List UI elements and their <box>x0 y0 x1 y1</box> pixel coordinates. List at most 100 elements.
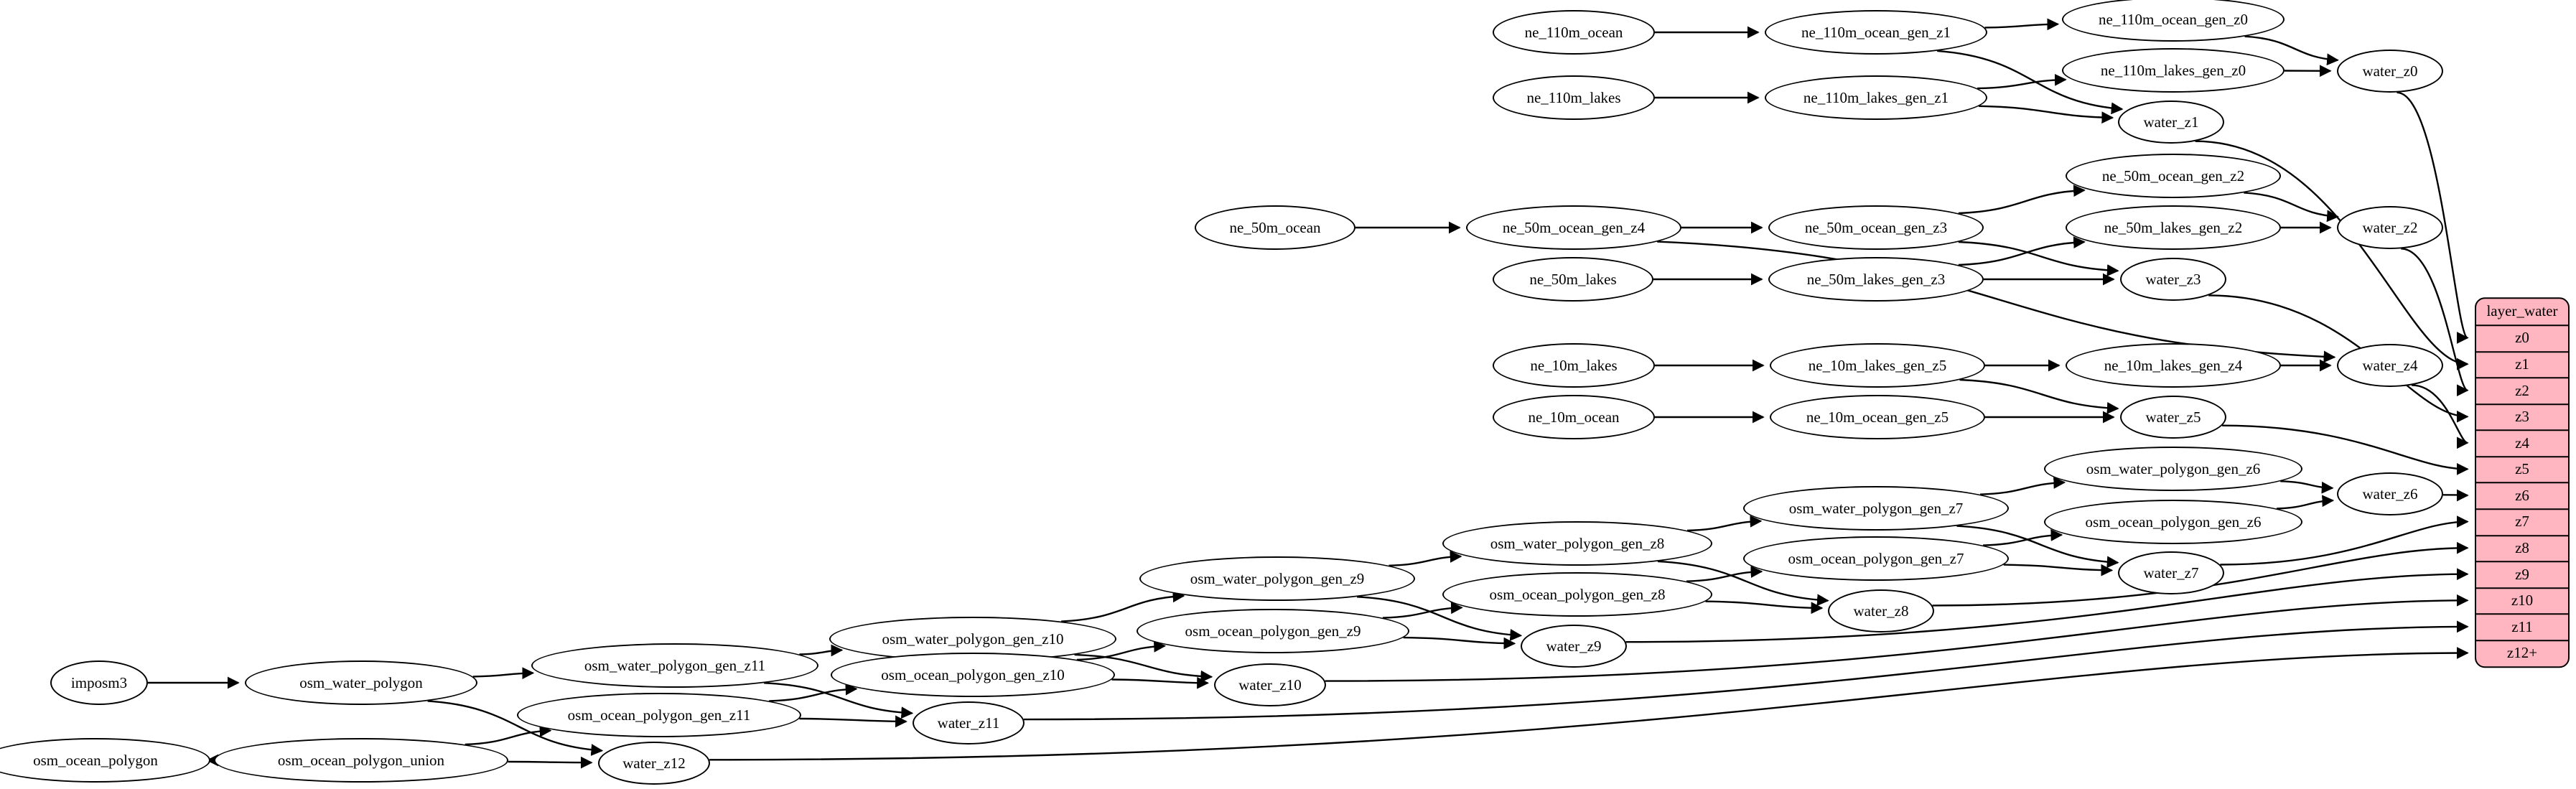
layer-water-row-z9[interactable]: z9 <box>2476 561 2568 587</box>
edge-water_z9-to-layer-water-z9 <box>1625 568 2469 643</box>
layer-water-row-z11[interactable]: z11 <box>2476 613 2568 640</box>
graph-node-water_z1[interactable]: water_z1 <box>2118 101 2224 144</box>
graph-node-water_z8[interactable]: water_z8 <box>1828 589 1934 632</box>
graph-node-ne_50m_ocean_gen_z3[interactable]: ne_50m_ocean_gen_z3 <box>1768 205 1984 250</box>
edge-osm_water_polygon_gen_z10-to-osm_water_polygon_gen_z9 <box>1061 590 1185 622</box>
edge-osm_ocean_polygon_gen_z10-to-osm_ocean_polygon_gen_z9 <box>1076 640 1167 661</box>
layer-water-row-z10[interactable]: z10 <box>2476 587 2568 614</box>
edge-osm_water_polygon_gen_z8-to-water_z8 <box>1657 560 1829 607</box>
graph-node-water_z12[interactable]: water_z12 <box>598 742 710 785</box>
graph-node-label: osm_ocean_polygon_gen_z11 <box>567 706 751 724</box>
layer-water-row-z3[interactable]: z3 <box>2476 403 2568 430</box>
graph-node-osm_ocean_polygon_gen_z7[interactable]: osm_ocean_polygon_gen_z7 <box>1743 536 2009 581</box>
graph-node-osm_water_polygon_gen_z11[interactable]: osm_water_polygon_gen_z11 <box>531 643 818 688</box>
layer-water-row-z6[interactable]: z6 <box>2476 482 2568 509</box>
graph-node-osm_ocean_polygon_gen_z6[interactable]: osm_ocean_polygon_gen_z6 <box>2044 500 2302 544</box>
graph-node-label: ne_50m_ocean_gen_z2 <box>2101 167 2245 185</box>
graph-node-label: ne_110m_ocean <box>1524 23 1623 41</box>
edge-osm_water_polygon_gen_z11-to-osm_water_polygon_gen_z10 <box>799 644 844 657</box>
graph-node-label: water_z0 <box>2362 62 2418 80</box>
graph-node-osm_water_polygon[interactable]: osm_water_polygon <box>245 660 477 705</box>
graph-node-water_z3[interactable]: water_z3 <box>2120 258 2226 301</box>
layer-water-row-z0[interactable]: z0 <box>2476 325 2568 351</box>
graph-node-label: ne_50m_ocean_gen_z3 <box>1804 218 1948 236</box>
edge-osm_water_polygon-to-osm_water_polygon_gen_z11 <box>472 667 535 680</box>
graph-node-label: osm_ocean_polygon_gen_z10 <box>881 666 1065 683</box>
edge-osm_ocean_polygon_gen_z9-to-osm_ocean_polygon_gen_z8 <box>1382 602 1463 619</box>
graph-node-ne_50m_lakes_gen_z3[interactable]: ne_50m_lakes_gen_z3 <box>1768 257 1984 302</box>
edge-ne_50m_lakes_gen_z3-to-ne_50m_lakes_gen_z2 <box>1958 236 2086 266</box>
graph-node-ne_110m_lakes_gen_z0[interactable]: ne_110m_lakes_gen_z0 <box>2062 48 2285 93</box>
edge-osm_ocean_polygon_gen_z9-to-water_z9 <box>1403 636 1516 650</box>
graph-node-label: ne_50m_ocean <box>1229 218 1321 236</box>
edge-osm_water_polygon_gen_z11-to-water_z11 <box>764 682 914 719</box>
graph-node-ne_110m_ocean_gen_z0[interactable]: ne_110m_ocean_gen_z0 <box>2062 0 2285 42</box>
graph-node-osm_ocean_polygon_gen_z10[interactable]: osm_ocean_polygon_gen_z10 <box>831 653 1115 697</box>
graph-node-water_z7[interactable]: water_z7 <box>2118 551 2224 594</box>
layer-water-row-z4[interactable]: z4 <box>2476 429 2568 457</box>
graph-node-water_z6[interactable]: water_z6 <box>2337 472 2443 515</box>
edge-water_z7-to-layer-water-z7 <box>2220 515 2469 566</box>
edge-water_z2-to-layer-water-z2 <box>2401 248 2469 396</box>
graph-node-ne_10m_lakes[interactable]: ne_10m_lakes <box>1493 343 1655 388</box>
graph-node-ne_110m_ocean[interactable]: ne_110m_ocean <box>1493 10 1655 55</box>
graph-node-label: water_z10 <box>1238 676 1302 694</box>
graph-node-osm_water_polygon_gen_z7[interactable]: osm_water_polygon_gen_z7 <box>1743 486 2009 531</box>
graph-node-ne_50m_lakes_gen_z2[interactable]: ne_50m_lakes_gen_z2 <box>2066 205 2281 250</box>
graph-node-ne_10m_ocean[interactable]: ne_10m_ocean <box>1493 395 1655 439</box>
layer-water-row-z2[interactable]: z2 <box>2476 377 2568 403</box>
graph-node-water_z2[interactable]: water_z2 <box>2337 206 2443 249</box>
edge-osm_ocean_polygon_gen_z8-to-water_z8 <box>1705 600 1824 615</box>
graph-node-osm_ocean_polygon_gen_z8[interactable]: osm_ocean_polygon_gen_z8 <box>1442 572 1712 617</box>
graph-node-label: water_z11 <box>937 714 1000 732</box>
graph-node-osm_ocean_polygon_union[interactable]: osm_ocean_polygon_union <box>214 738 508 783</box>
graph-node-label: water_z8 <box>1853 602 1909 620</box>
graph-node-ne_10m_ocean_gen_z5[interactable]: ne_10m_ocean_gen_z5 <box>1770 395 1985 439</box>
graph-node-label: osm_water_polygon_gen_z11 <box>584 656 766 674</box>
graph-node-osm_ocean_polygon[interactable]: osm_ocean_polygon <box>0 738 210 783</box>
layer-water-row-z1[interactable]: z1 <box>2476 350 2568 378</box>
graph-node-osm_ocean_polygon_gen_z9[interactable]: osm_ocean_polygon_gen_z9 <box>1137 609 1409 653</box>
graph-node-label: water_z3 <box>2145 270 2201 288</box>
graph-node-label: water_z5 <box>2145 408 2201 426</box>
graph-node-label: osm_ocean_polygon_gen_z6 <box>2085 513 2262 531</box>
graph-node-water_z4[interactable]: water_z4 <box>2337 344 2443 387</box>
graph-node-water_z5[interactable]: water_z5 <box>2120 396 2226 439</box>
graph-node-ne_10m_lakes_gen_z5[interactable]: ne_10m_lakes_gen_z5 <box>1770 343 1985 388</box>
graph-node-ne_110m_lakes[interactable]: ne_110m_lakes <box>1493 75 1655 120</box>
layer-water-row-z7[interactable]: z7 <box>2476 508 2568 535</box>
graph-node-osm_water_polygon_gen_z9[interactable]: osm_water_polygon_gen_z9 <box>1139 556 1415 601</box>
layer-water-row-z5[interactable]: z5 <box>2476 456 2568 482</box>
graph-node-label: ne_10m_lakes_gen_z5 <box>1808 356 1947 374</box>
edge-water_z0-to-layer-water-z0 <box>2397 91 2469 344</box>
graph-node-label: water_z7 <box>2143 564 2199 582</box>
graph-node-water_z11[interactable]: water_z11 <box>913 701 1025 744</box>
edge-ne_110m_ocean_gen_z1-to-ne_110m_ocean_gen_z0 <box>1984 18 2060 31</box>
graph-node-ne_50m_ocean_gen_z2[interactable]: ne_50m_ocean_gen_z2 <box>2066 154 2281 198</box>
graph-node-label: osm_ocean_polygon_gen_z7 <box>1788 549 1964 567</box>
graph-node-water_z10[interactable]: water_z10 <box>1214 663 1326 706</box>
graph-node-osm_ocean_polygon_gen_z11[interactable]: osm_ocean_polygon_gen_z11 <box>517 693 801 737</box>
graph-node-ne_110m_ocean_gen_z1[interactable]: ne_110m_ocean_gen_z1 <box>1765 10 1987 55</box>
graph-node-ne_50m_ocean_gen_z4[interactable]: ne_50m_ocean_gen_z4 <box>1466 205 1681 250</box>
graph-node-ne_50m_ocean[interactable]: ne_50m_ocean <box>1195 205 1355 250</box>
graph-node-osm_water_polygon_gen_z6[interactable]: osm_water_polygon_gen_z6 <box>2044 447 2302 491</box>
graph-node-imposm3[interactable]: imposm3 <box>50 660 148 705</box>
edge-osm_ocean_polygon_gen_z7-to-osm_ocean_polygon_gen_z6 <box>1983 529 2063 546</box>
edge-ne_110m_lakes_gen_z1-to-ne_110m_lakes_gen_z0 <box>1977 73 2067 90</box>
edge-water_z12-to-layer-water-z12+ <box>709 647 2469 761</box>
layer-water-row-z8[interactable]: z8 <box>2476 534 2568 561</box>
graph-node-label: ne_10m_lakes_gen_z4 <box>2104 356 2243 374</box>
graph-node-osm_water_polygon_gen_z8[interactable]: osm_water_polygon_gen_z8 <box>1442 521 1712 566</box>
graph-node-ne_10m_lakes_gen_z4[interactable]: ne_10m_lakes_gen_z4 <box>2066 343 2281 388</box>
layer-water-row-z12+[interactable]: z12+ <box>2476 640 2568 666</box>
graph-node-label: osm_ocean_polygon_union <box>277 751 445 769</box>
graph-node-water_z9[interactable]: water_z9 <box>1521 625 1627 668</box>
graph-node-ne_110m_lakes_gen_z1[interactable]: ne_110m_lakes_gen_z1 <box>1765 75 1987 120</box>
graph-node-label: osm_ocean_polygon_gen_z9 <box>1185 622 1361 640</box>
graph-node-water_z0[interactable]: water_z0 <box>2337 50 2443 93</box>
graph-node-ne_50m_lakes[interactable]: ne_50m_lakes <box>1493 257 1653 302</box>
graph-node-label: osm_water_polygon_gen_z6 <box>2086 459 2261 477</box>
